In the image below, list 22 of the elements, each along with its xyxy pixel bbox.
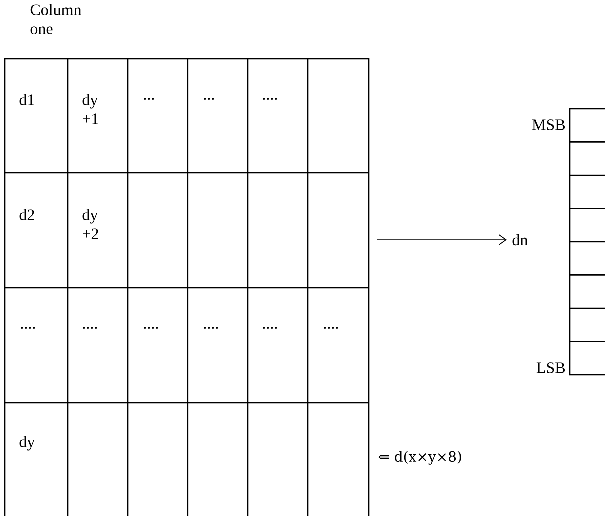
- cell-text: ....: [83, 327, 98, 330]
- cell-text: d1: [20, 94, 34, 106]
- cell-text: dy +1: [82, 94, 98, 124]
- cell-text: dy: [20, 436, 36, 451]
- cell-text: ....: [324, 327, 338, 330]
- arrow: [376, 234, 507, 246]
- bit-label: MSB: [532, 120, 566, 130]
- bit-name: dn: [512, 234, 528, 246]
- cell-text: ....: [21, 327, 36, 330]
- bit-label: LSB: [536, 362, 566, 374]
- cell-text: ....: [263, 98, 278, 100]
- cell-text: ...: [204, 98, 214, 100]
- cell-text: ....: [263, 327, 278, 330]
- register-drawing: [569, 108, 605, 376]
- cell-text: ...: [144, 98, 154, 100]
- column-heading: Column one: [30, 4, 82, 34]
- table-grid: [4, 58, 370, 516]
- size-note: ⇐ d(x×y×8): [378, 451, 462, 465]
- cell-text: ....: [144, 327, 158, 330]
- cell-text: dy +2: [82, 209, 98, 240]
- cell-text: ....: [204, 327, 218, 330]
- cell-text: d2: [20, 209, 34, 220]
